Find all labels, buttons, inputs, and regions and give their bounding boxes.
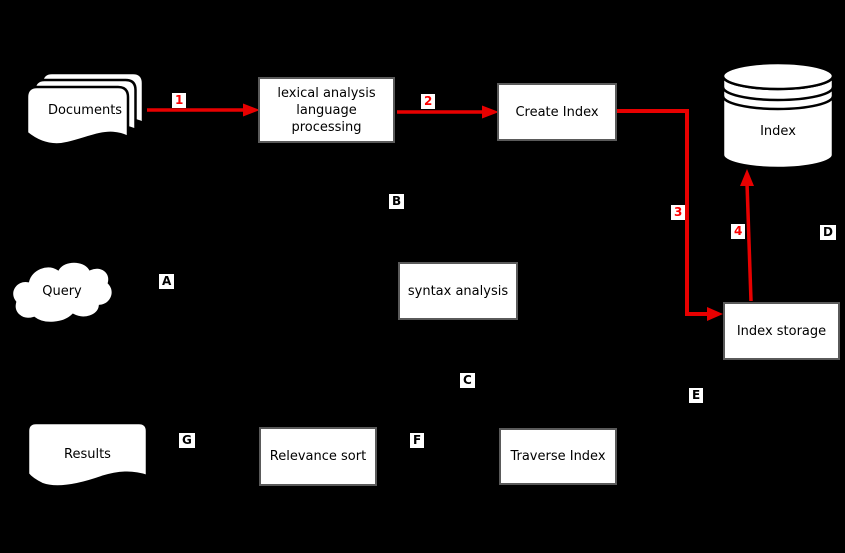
relevance-sort-label: Relevance sort bbox=[269, 449, 367, 464]
node-traverse-index: Traverse Index bbox=[499, 428, 617, 485]
letter-label-e: E bbox=[689, 388, 704, 403]
results-shape bbox=[26, 421, 149, 488]
node-syntax-analysis: syntax analysis bbox=[398, 262, 518, 320]
arrow-3 bbox=[617, 109, 723, 321]
lexical-analysis-line2: language processing bbox=[291, 102, 362, 135]
traverse-index-label: Traverse Index bbox=[510, 449, 606, 464]
documents-shape bbox=[25, 71, 145, 146]
arrow-number-4: 4 bbox=[731, 224, 746, 239]
node-index-storage: Index storage bbox=[723, 302, 840, 360]
index-cylinder-shape bbox=[721, 61, 835, 170]
letter-label-c: C bbox=[460, 373, 475, 388]
arrow-1 bbox=[147, 103, 260, 117]
index-db-label: Index bbox=[760, 124, 796, 139]
node-relevance-sort: Relevance sort bbox=[259, 427, 377, 486]
syntax-analysis-label: syntax analysis bbox=[407, 283, 509, 299]
create-index-label: Create Index bbox=[515, 104, 599, 120]
arrow-number-1: 1 bbox=[172, 93, 187, 108]
letter-label-a: A bbox=[159, 274, 175, 289]
arrow-2 bbox=[397, 105, 499, 119]
lexical-analysis-line1: lexical analysis bbox=[277, 85, 376, 101]
arrow-number-2: 2 bbox=[421, 94, 436, 109]
arrow-4 bbox=[740, 169, 754, 302]
node-create-index: Create Index bbox=[497, 83, 617, 141]
letter-label-f: F bbox=[410, 433, 425, 448]
node-lexical-analysis: lexical analysis language processing bbox=[258, 77, 395, 143]
query-cloud-shape bbox=[10, 260, 115, 325]
letter-label-d: D bbox=[820, 225, 836, 240]
documents-label: Documents bbox=[47, 103, 123, 118]
letter-label-g: G bbox=[179, 433, 195, 448]
letter-label-b: B bbox=[389, 194, 405, 209]
query-label: Query bbox=[42, 284, 82, 299]
arrow-number-3: 3 bbox=[671, 205, 686, 220]
index-storage-label: Index storage bbox=[736, 323, 827, 339]
results-label: Results bbox=[64, 447, 111, 462]
